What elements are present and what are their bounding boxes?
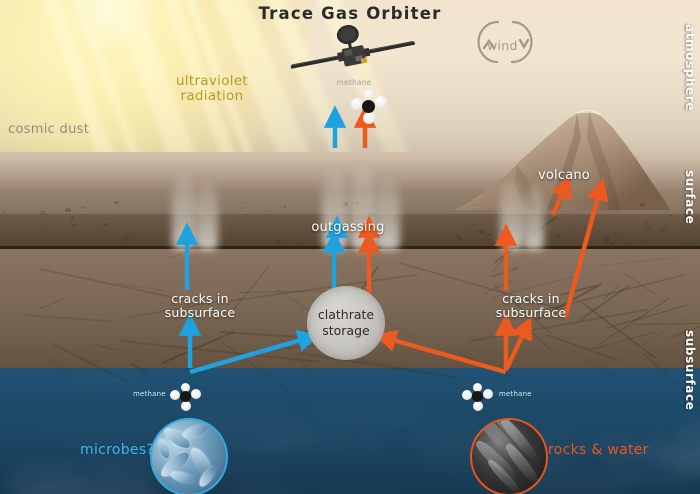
surface-pebble [276,239,282,244]
arrow-water-to-clathrate-blue [189,329,321,375]
arrow-cracks-right-slanted [503,316,532,371]
surface-pebble [99,227,104,231]
surface-pebble [555,234,562,239]
cosmic-dust-label: cosmic dust [8,122,90,137]
trace-gas-orbiter-spacecraft [288,24,418,84]
surface-pebble [80,206,85,210]
surface-pebble [64,207,71,213]
arrow-water-to-clathrate-orange [373,329,507,375]
surface-pebble [283,206,287,209]
surface-pebble [642,239,647,243]
surface-pebble [40,210,46,215]
surface-pebble [475,230,479,233]
ultraviolet-radiation-label: ultraviolet radiation [175,73,249,105]
zone-label-surface: surface [683,170,697,225]
surface-pebble [685,213,690,218]
wind-label: wind [487,38,518,53]
surface-pebble [613,232,618,236]
surface-pebble [610,241,616,246]
surface-pebble [546,236,549,239]
surface-boundary-line [0,246,700,249]
surface-pebble [72,223,76,227]
surface-pebble [124,236,130,241]
surface-pebble [297,242,300,245]
gas-plume [196,182,218,250]
surface-pebble [633,220,636,222]
surface-pebble [239,207,243,210]
surface-pebble [310,224,313,227]
page-title: Trace Gas Orbiter [258,4,442,23]
methane-label-water-right: methane [499,390,532,398]
surface-pebble [628,242,632,246]
surface-pebble [646,226,650,229]
surface-pebble [119,238,123,241]
surface-pebble [688,200,694,205]
surface-pebble [70,216,75,219]
surface-pebble [680,226,685,230]
wind-arrow-up-icon [482,38,496,50]
surface-pebble [86,201,89,204]
rocks-and-water-photo-inset [470,418,548,494]
surface-pebble [38,223,40,225]
methane-molecule-atmosphere [350,90,388,126]
surface-pebble [643,221,649,226]
surface-pebble [698,221,700,224]
rocks-and-water-label: rocks & water [548,442,649,458]
surface-pebble [470,223,474,226]
surface-pebble [486,232,491,236]
surface-pebble [694,227,698,230]
methane-label-water-left: methane [133,390,166,398]
surface-pebble [473,204,476,207]
methane-label-atmosphere: methane [336,78,372,87]
cracks-in-subsurface-label-left: cracks in subsurface [164,291,236,320]
surface-pebble [22,201,25,203]
surface-pebble [457,237,462,241]
wind-icon [477,20,533,64]
gas-plume [524,186,544,250]
surface-pebble [479,229,486,235]
methane-molecule-water-left [170,383,202,413]
arrow-to-volcano-label [550,175,572,216]
outgassing-label: outgassing [311,220,385,235]
surface-pebble [403,243,407,247]
surface-pebble [668,213,673,217]
surface-pebble [490,226,493,229]
surface-pebble [3,211,7,214]
surface-pebble [640,203,645,207]
surface-pebble [605,235,611,240]
zone-label-subsurface: subsurface [683,330,697,411]
surface-pebble [603,238,610,243]
surface-pebble [69,210,72,212]
surface-pebble [494,213,498,217]
surface-pebble [265,209,269,213]
surface-pebble [103,223,108,226]
surface-pebble [114,200,119,204]
surface-pebble [569,225,572,227]
surface-pebble [621,216,625,220]
subsurface-water-band [0,368,700,494]
clathrate-storage-label: clathrate storage [317,307,375,338]
microbes-photo-inset [150,418,228,494]
volcano-label: volcano [538,168,590,183]
surface-pebble [686,244,690,247]
surface-pebble [317,234,322,238]
clathrate-storage-blob: clathrate storage [307,286,385,360]
surface-pebble [41,229,45,232]
surface-pebble [456,235,460,238]
zone-label-atmosphere: atmosphere [683,24,697,112]
arrow-deep-to-volcano [562,177,609,319]
surface-pebble [660,228,666,233]
methane-molecule-water-right [462,383,494,413]
microbes-label: microbes? [80,442,155,458]
cracks-in-subsurface-label-right: cracks in subsurface [495,291,567,320]
